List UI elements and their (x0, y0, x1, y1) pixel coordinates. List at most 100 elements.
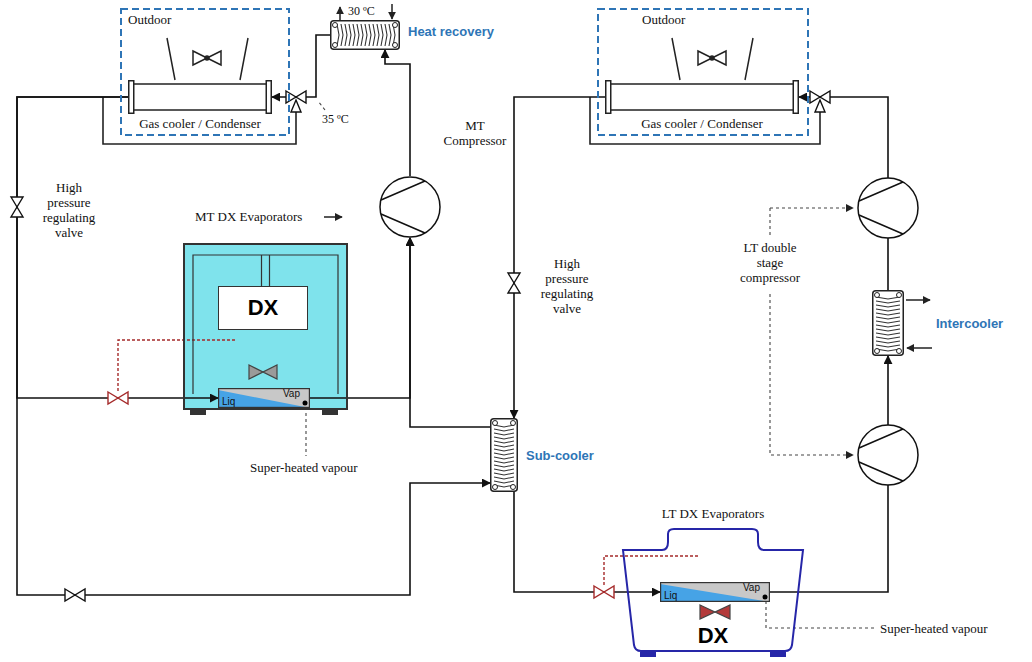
evaporator-fan (249, 365, 277, 379)
condenser-fan (698, 51, 726, 65)
heat-recovery-exchanger: Heat recovery (330, 20, 400, 50)
heat-recovery-exchanger-outline (333, 23, 338, 28)
evaporator-fan (249, 365, 730, 619)
heat-recovery-exchanger-outline (337, 24, 395, 46)
compressor-symbol (858, 425, 918, 485)
condenser-fan (710, 56, 714, 60)
label-holder: High pressure regulating valve (36, 180, 102, 240)
label-holder: High pressure regulating valve (534, 256, 600, 316)
compressor-outline (381, 181, 425, 233)
label-holder: 35 ºC (322, 112, 349, 126)
leader-line (769, 208, 770, 235)
gas-cooler-outline (610, 84, 794, 110)
gas-cooler: Gas cooler / Condenser (605, 80, 799, 114)
freezer-cabinet: LiqVapLT DX EvaporatorsDX (622, 528, 804, 652)
intercooler-outline (875, 293, 880, 298)
expansion-valve (594, 586, 614, 598)
intercooler: Intercooler (872, 290, 904, 356)
compressor-outline (380, 177, 440, 237)
intercooler-outline (875, 349, 880, 354)
heat-recovery-exchanger-outline (393, 23, 398, 28)
text-holder: Outdoor (642, 12, 685, 27)
text-holder: LT DX Evaporators (622, 506, 804, 521)
condenser-fan (205, 56, 209, 60)
label-box: DX (218, 286, 308, 330)
cabinet-foot (640, 652, 656, 657)
cabinet-foot (770, 652, 786, 657)
sub-cooler-outline (494, 425, 514, 487)
evaporator-coil-outline (661, 583, 770, 602)
annotation: LT double stage compressor (734, 240, 806, 285)
annotation: High pressure regulating valve (36, 180, 102, 240)
outdoor-region: Gas cooler / Condenser Outdoor (597, 8, 809, 136)
equipment-label: Sub-cooler (526, 448, 594, 463)
display-cabinet-outline (184, 244, 347, 409)
sensor-line (604, 556, 700, 585)
cabinet-foot (190, 410, 786, 657)
evaporator-coil-outline (218, 388, 310, 408)
sensor-line (118, 340, 700, 585)
sub-cooler-outline (493, 421, 498, 426)
outdoor-region-outline (598, 9, 808, 135)
evaporator-coil-outline (660, 584, 770, 602)
text-holder: Intercooler (936, 316, 1003, 331)
equipment-label: MT Compressor (441, 118, 509, 148)
text-holder: Heat recovery (408, 24, 494, 39)
water-line (907, 347, 932, 349)
pipe-group (17, 35, 888, 595)
text-holder: Outdoor (128, 12, 171, 27)
cabinet-fill (183, 243, 348, 410)
label-holder: Super-heated vapour (250, 460, 358, 475)
regulating-valve (508, 273, 520, 293)
evaporator-fan (700, 605, 730, 619)
sensor-line (118, 340, 236, 391)
refrigerant-pipe (17, 97, 490, 595)
annotation: High pressure regulating valve (534, 256, 600, 316)
outdoor-region-outline (121, 9, 289, 135)
equipment-label: Liq (222, 397, 235, 407)
text-holder: MT Compressor (441, 118, 509, 148)
evaporator-coil-outline (763, 595, 768, 600)
three-way-valve (291, 100, 301, 112)
gas-cooler-outline (129, 81, 134, 114)
text-holder: DX (218, 286, 308, 330)
leader-line (318, 101, 325, 110)
refrigerant-pipe (410, 238, 490, 427)
evaporator-coil-outline (303, 401, 308, 406)
sub-cooler-outline (491, 419, 518, 492)
equipment-label: Heat recovery (408, 24, 494, 39)
sub-cooler-outline (490, 418, 518, 492)
intercooler-outline (876, 297, 900, 351)
heat-recovery-exchanger-outline (333, 43, 338, 48)
water-line (391, 4, 393, 19)
equipment-label: Liq (664, 591, 677, 601)
sub-cooler-outline (511, 485, 516, 490)
equipment-label: Gas cooler / Condenser (605, 116, 799, 131)
expansion-valve (108, 392, 128, 404)
intercooler-outline (897, 349, 902, 354)
compressor: MT Compressor (379, 176, 441, 238)
equipment-label: MT DX Evaporators (195, 209, 302, 224)
direction-arrow (324, 216, 342, 217)
annotation: Super-heated vapour (250, 460, 358, 475)
intercooler-outline (872, 290, 904, 356)
condenser-fan (167, 38, 248, 80)
cabinet-foot (190, 410, 206, 415)
compressor-symbol (859, 182, 903, 234)
gas-cooler: Gas cooler / Condenser (128, 80, 272, 114)
regulating-valve (11, 197, 520, 601)
text-holder: Vap (743, 583, 760, 593)
equipment-label: Outdoor (128, 12, 171, 27)
equipment-label: Outdoor (642, 12, 685, 27)
text-holder: Vap (283, 389, 300, 399)
annotation: 30 ºC (348, 4, 375, 18)
sub-cooler: Sub-cooler (490, 418, 518, 492)
gas-cooler-outline (266, 81, 271, 114)
sub-cooler-outline (493, 485, 498, 490)
equipment-label: Vap (743, 583, 760, 593)
evaporator-coil-outline (219, 389, 310, 408)
refrigerant-pipe (385, 50, 410, 176)
compressor-outline (379, 176, 441, 238)
equipment-label: LT DX Evaporators (622, 506, 804, 521)
text-holder: Liq (664, 591, 677, 601)
